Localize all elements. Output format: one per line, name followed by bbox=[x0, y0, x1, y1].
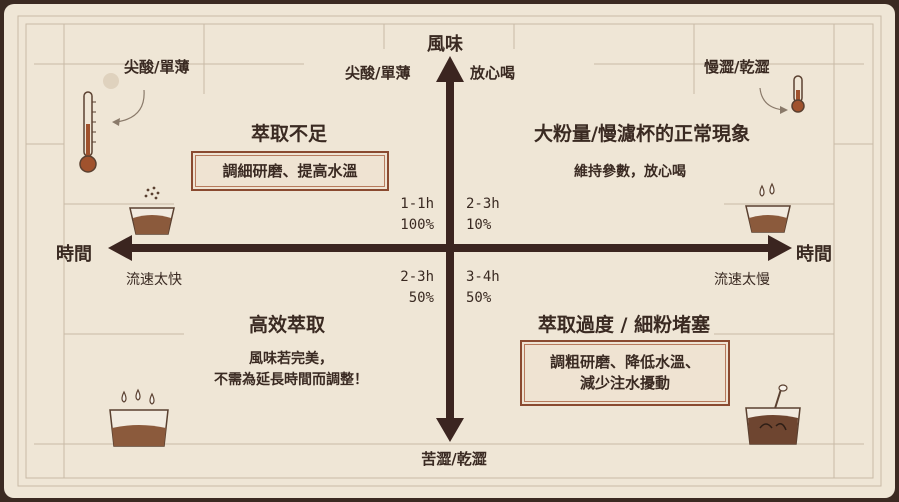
quadrant-top-right-title: 大粉量/慢濾杯的正常現象 bbox=[534, 123, 750, 145]
stat-top-left: 1-1h 100% bbox=[388, 194, 434, 236]
axes bbox=[108, 56, 792, 442]
quadrant-bottom-right-action-line1: 調粗研磨、降低水溫、 bbox=[549, 353, 700, 371]
axis-top-right-label: 放心喝 bbox=[470, 64, 516, 82]
quadrant-bottom-right-title: 萃取過度 / 細粉堵塞 bbox=[537, 314, 711, 336]
thermometer-right-icon bbox=[791, 75, 805, 113]
up-arrow-icon bbox=[436, 56, 464, 82]
stat-bottom-left-time: 2-3h bbox=[400, 269, 434, 285]
blueprint-background bbox=[17, 15, 882, 487]
quadrant-bottom-left-note-line1: 風味若完美， bbox=[249, 351, 333, 367]
brewer-clogged-icon bbox=[745, 384, 801, 445]
brewer-efficient-icon bbox=[109, 388, 169, 447]
quadrant-top-left-title: 萃取不足 bbox=[250, 123, 328, 145]
brewer-slow-icon bbox=[745, 182, 791, 233]
brewer-fast-icon bbox=[129, 186, 175, 235]
quadrant-bottom-left-title: 高效萃取 bbox=[248, 314, 326, 336]
quadrant-bottom-right-action-box: 調粗研磨、降低水溫、 減少注水擾動 bbox=[520, 340, 730, 406]
thermometer-left-icon bbox=[79, 91, 97, 173]
right-arrow-icon bbox=[768, 235, 792, 261]
stat-bottom-right-time: 3-4h bbox=[466, 269, 500, 285]
stat-top-right-pct: 10% bbox=[466, 217, 492, 233]
quadrant-bottom-right-action-line2: 減少注水擾動 bbox=[579, 374, 670, 392]
quadrant-top-left-action-box: 調細研磨、提高水溫 bbox=[191, 151, 389, 191]
stat-top-right: 2-3h 10% bbox=[466, 194, 500, 236]
curved-arrow-right-icon bbox=[759, 87, 788, 114]
diagram-canvas: 風味 尖酸/單薄 放心喝 苦澀/乾澀 時間 時間 流速太快 流速太慢 尖酸/單薄… bbox=[4, 4, 895, 498]
axis-top-label: 風味 bbox=[427, 34, 463, 55]
axis-left-label: 時間 bbox=[56, 244, 92, 265]
corner-top-left-label: 尖酸/單薄 bbox=[124, 58, 190, 76]
axis-left-sub-label: 流速太快 bbox=[126, 272, 182, 288]
quadrant-top-right-note: 維持參數，放心喝 bbox=[574, 164, 686, 180]
stat-top-left-pct: 100% bbox=[400, 217, 434, 233]
quadrant-bottom-left-note: 風味若完美， 不需為延長時間而調整！ bbox=[214, 349, 368, 391]
axis-right-label: 時間 bbox=[796, 244, 832, 265]
axis-bottom-label: 苦澀/乾澀 bbox=[421, 450, 487, 468]
left-arrow-icon bbox=[108, 235, 132, 261]
axis-top-left-label: 尖酸/單薄 bbox=[345, 64, 411, 82]
quadrant-top-left-action: 調細研磨、提高水溫 bbox=[222, 161, 358, 180]
curved-arrow-left-icon bbox=[112, 89, 145, 126]
corner-top-right-label: 慢澀/乾澀 bbox=[704, 58, 770, 76]
stat-bottom-right-pct: 50% bbox=[466, 290, 492, 306]
down-arrow-icon bbox=[436, 418, 464, 442]
stat-bottom-right: 3-4h 50% bbox=[466, 267, 500, 309]
axis-right-sub-label: 流速太慢 bbox=[714, 272, 770, 288]
stat-top-left-time: 1-1h bbox=[400, 196, 434, 212]
stat-bottom-left-pct: 50% bbox=[408, 290, 434, 306]
quadrant-bottom-left-note-line2: 不需為延長時間而調整！ bbox=[214, 372, 368, 388]
stat-top-right-time: 2-3h bbox=[466, 196, 500, 212]
stat-bottom-left: 2-3h 50% bbox=[388, 267, 434, 309]
